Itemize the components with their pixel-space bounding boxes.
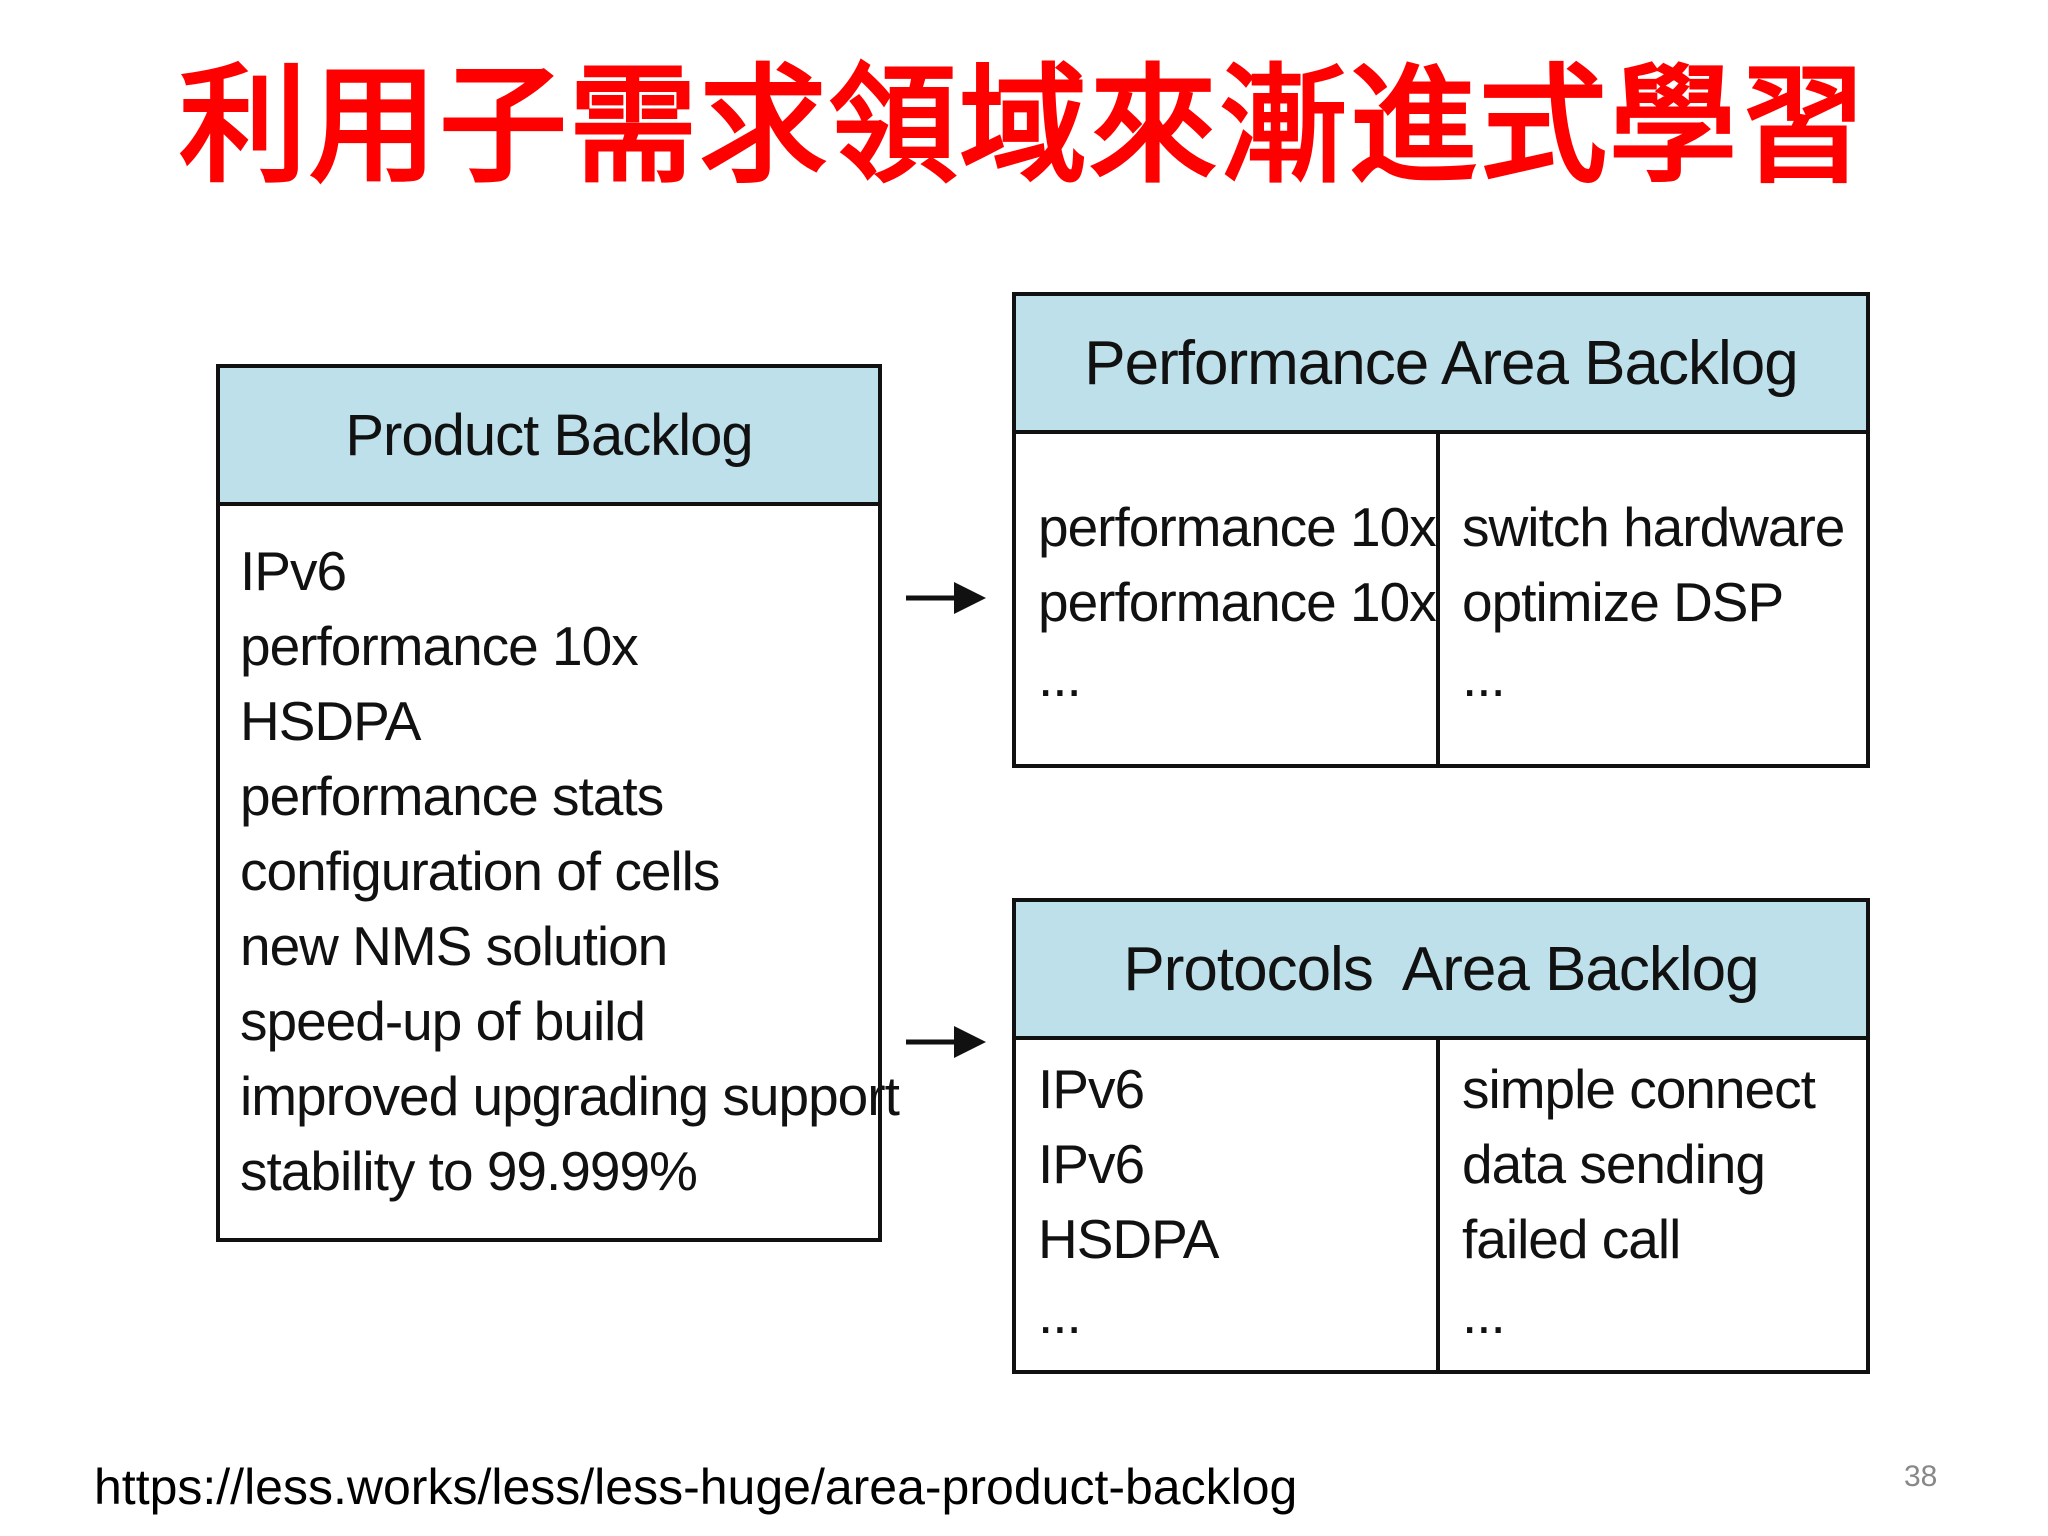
protocols-area-body: IPv6 IPv6 HSDPA ... simple connect data … [1016,1040,1866,1370]
performance-area-left-list: performance 10x performance 10x ... [1038,490,1437,715]
list-item: ... [1462,646,1506,708]
list-item: ... [1462,1283,1506,1345]
list-item: data sending [1462,1133,1766,1195]
list-item: HSDPA [1038,1208,1219,1270]
protocols-area-backlog-box: Protocols Area Backlog IPv6 IPv6 HSDPA .… [1012,898,1870,1374]
product-backlog-list: IPv6 performance 10x HSDPA performance s… [240,534,900,1209]
list-item: improved upgrading support [240,1065,900,1127]
product-backlog-body: IPv6 performance 10x HSDPA performance s… [220,506,900,1209]
list-item: performance 10x [1038,571,1437,633]
list-item: performance 10x [1038,496,1437,558]
list-item: stability to 99.999% [240,1140,698,1202]
arrow-right-icon [906,1026,986,1058]
performance-area-header: Performance Area Backlog [1016,296,1866,434]
list-item: new NMS solution [240,915,668,977]
list-item: performance 10x [240,615,639,677]
page-number: 38 [1904,1460,1938,1493]
protocols-area-left-column: IPv6 IPv6 HSDPA ... [1016,1040,1440,1370]
protocols-area-right-list: simple connect data sending failed call … [1462,1052,1866,1352]
list-item: IPv6 [1038,1058,1145,1120]
list-item: failed call [1462,1208,1681,1270]
list-item: HSDPA [240,690,421,752]
source-link[interactable]: https://less.works/less/less-huge/area-p… [94,1459,1298,1515]
list-item: optimize DSP [1462,571,1784,633]
slide-title: 利用子需求領域來漸進式學習 [178,52,1869,201]
arrow-right-icon [906,582,986,614]
list-item: speed-up of build [240,990,646,1052]
product-backlog-box: Product Backlog IPv6 performance 10x HSD… [216,364,900,1242]
list-item: ... [1038,1283,1082,1345]
protocols-area-right-column: simple connect data sending failed call … [1440,1040,1866,1370]
list-item: IPv6 [1038,1133,1145,1195]
list-item: performance stats [240,765,664,827]
list-item: configuration of cells [240,840,720,902]
performance-area-backlog-box: Performance Area Backlog performance 10x… [1012,292,1870,768]
performance-area-left-column: performance 10x performance 10x ... [1016,434,1440,764]
protocols-area-left-list: IPv6 IPv6 HSDPA ... [1038,1052,1436,1352]
list-item: simple connect [1462,1058,1816,1120]
product-backlog-header: Product Backlog [220,368,878,506]
protocols-area-header: Protocols Area Backlog [1016,902,1866,1040]
performance-area-right-column: switch hardware optimize DSP ... [1440,434,1866,764]
list-item: ... [1038,646,1082,708]
performance-area-body: performance 10x performance 10x ... swit… [1016,434,1866,764]
list-item: switch hardware [1462,496,1845,558]
list-item: IPv6 [240,540,347,602]
performance-area-right-list: switch hardware optimize DSP ... [1462,490,1866,715]
